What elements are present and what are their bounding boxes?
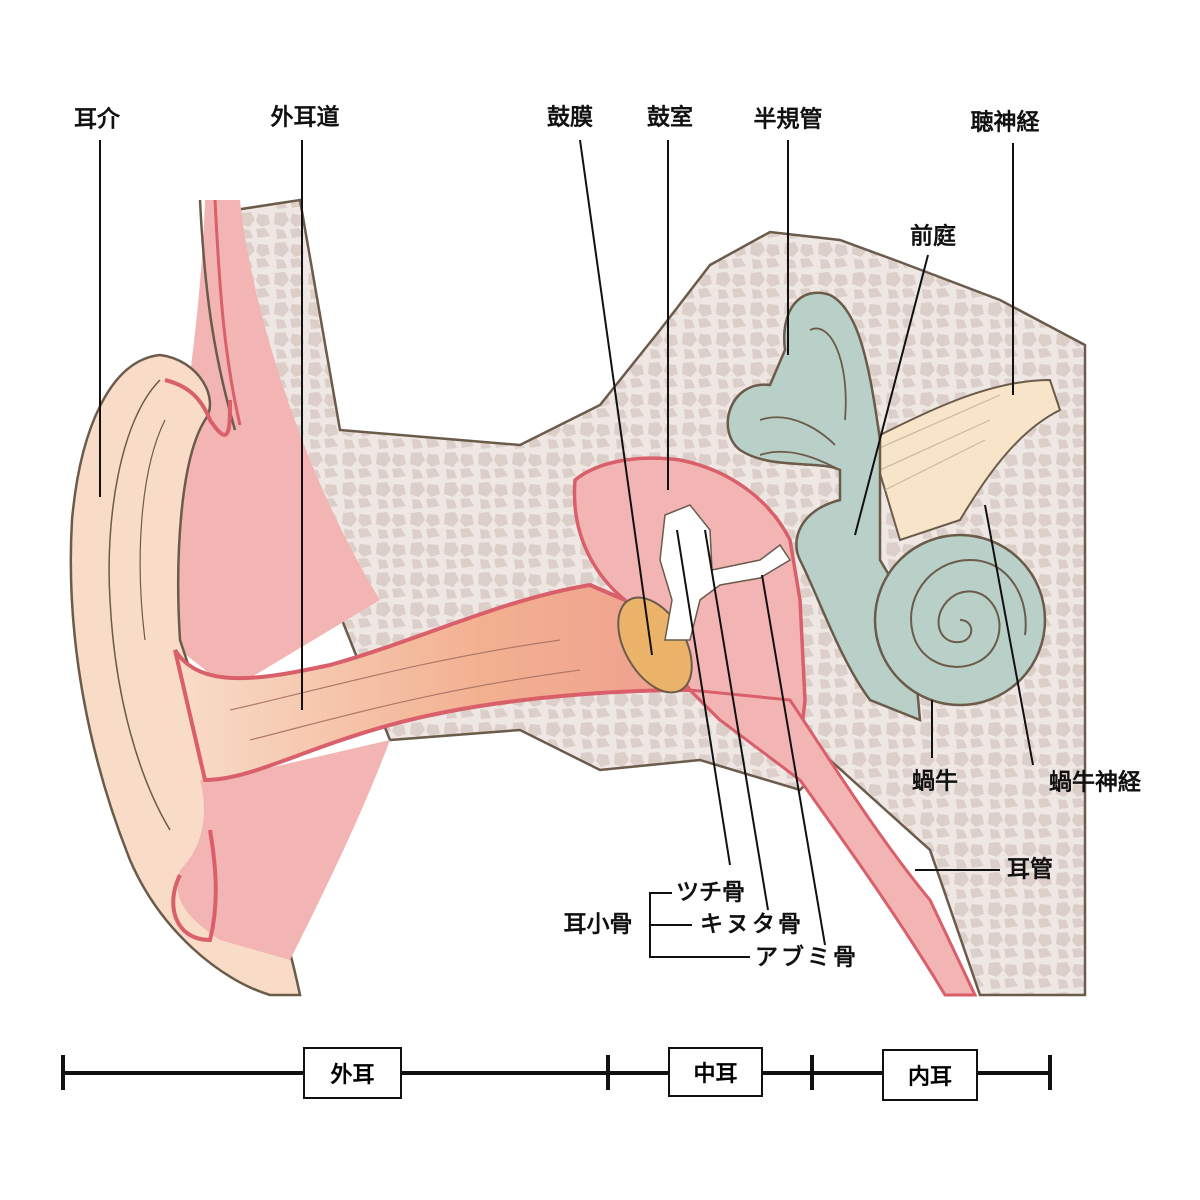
label-ossicles: 耳小骨 — [563, 911, 633, 938]
label-cochlear-nerve: 蝸牛神経 — [1049, 769, 1141, 796]
label-ear-canal: 外耳道 — [270, 104, 340, 131]
upper-tissue — [175, 200, 380, 690]
label-vestibule: 前庭 — [910, 223, 956, 250]
label-incus: キヌタ骨 — [700, 911, 804, 938]
auditory-nerve-shape — [868, 378, 1062, 542]
label-eustachian-tube: 耳管 — [1007, 856, 1053, 883]
region-middle-ear-label: 中耳 — [693, 1062, 738, 1087]
label-tympanic-cavity: 鼓室 — [647, 104, 693, 131]
leader-lines — [99, 139, 1034, 958]
label-stapes: アブミ骨 — [755, 944, 859, 971]
lower-tissue — [177, 740, 390, 960]
label-semicircular-canals: 半規管 — [753, 106, 823, 133]
label-auditory-nerve: 聴神経 — [970, 109, 1040, 136]
label-malleus: ツチ骨 — [676, 879, 745, 906]
region-middle-ear: 中耳 — [668, 1047, 763, 1097]
ossicles-shape — [659, 504, 792, 641]
label-auricle: 耳介 — [74, 106, 120, 133]
label-cochlea: 蝸牛 — [912, 768, 958, 795]
inner-ear-shape — [726, 291, 922, 722]
eustachian-tube-shape — [685, 688, 978, 997]
region-outer-ear: 外耳 — [303, 1047, 402, 1099]
region-inner-ear: 内耳 — [882, 1049, 978, 1101]
region-inner-ear-label: 内耳 — [907, 1065, 952, 1090]
label-eardrum: 鼓膜 — [547, 104, 593, 131]
region-outer-ear-label: 外耳 — [330, 1063, 375, 1088]
